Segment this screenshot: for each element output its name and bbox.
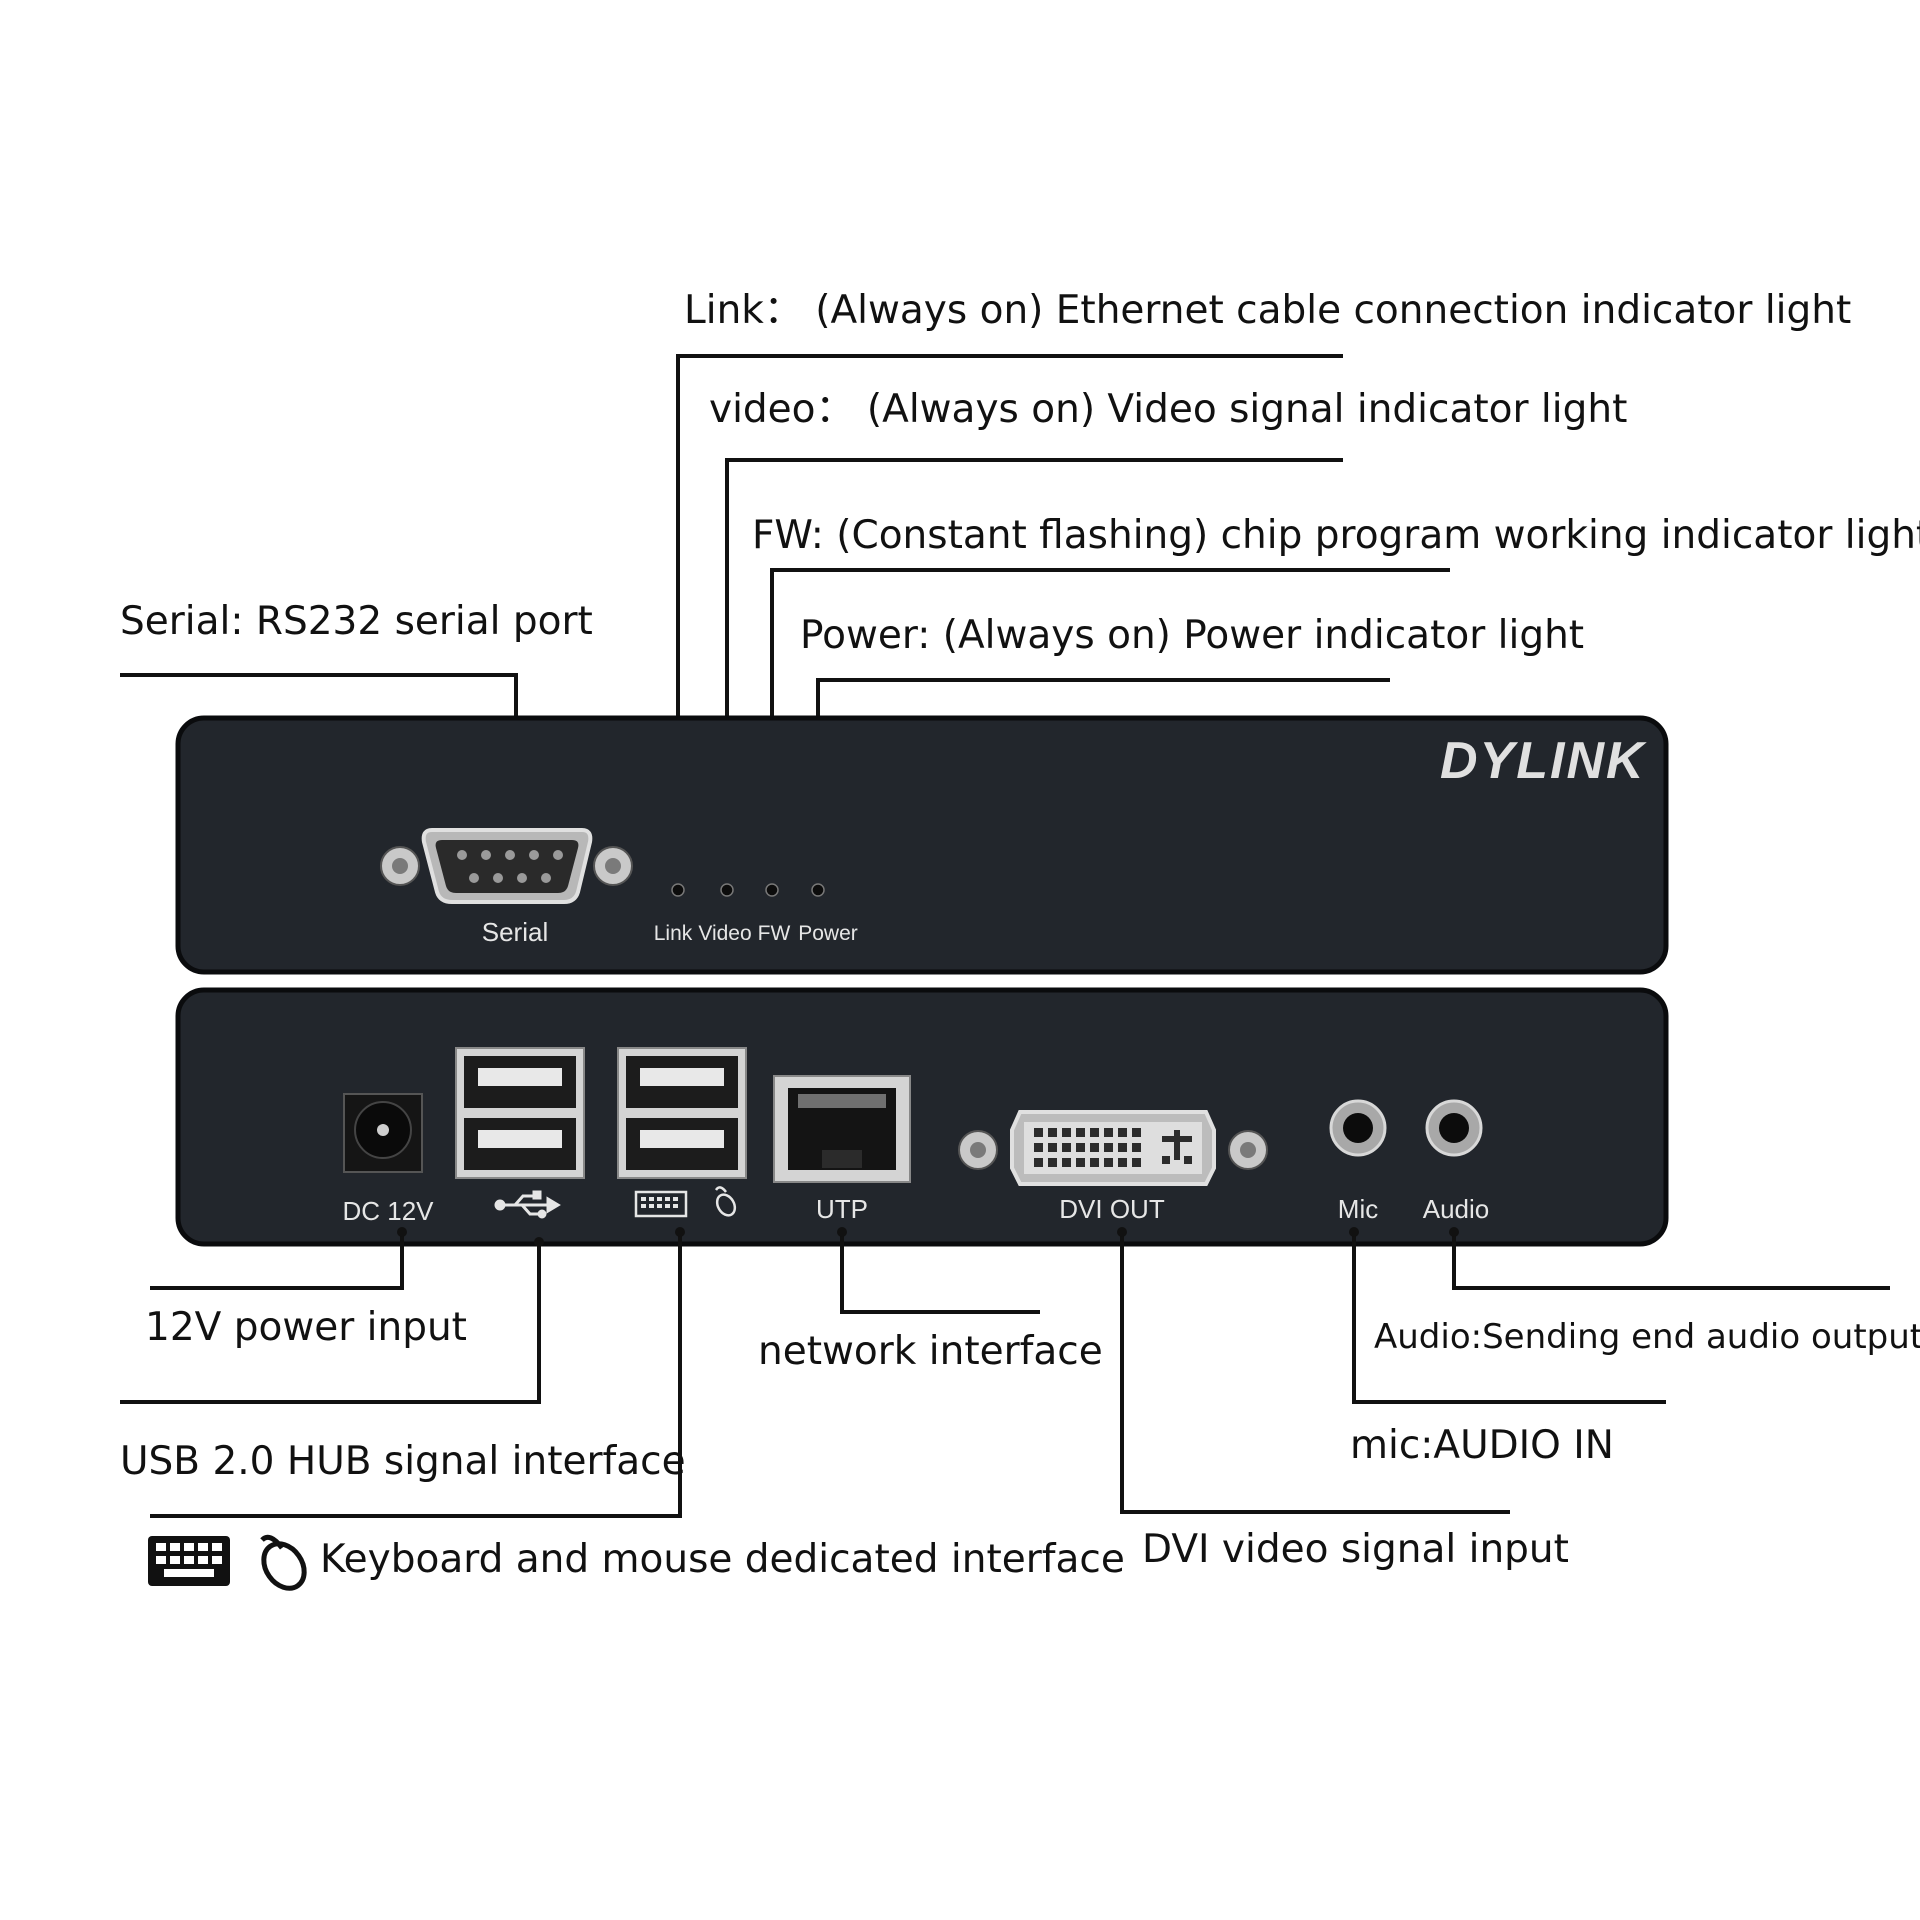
dc-jack bbox=[343, 1093, 423, 1173]
panel-mouse-icon bbox=[714, 1186, 737, 1217]
leader-link bbox=[676, 354, 1343, 890]
led-label-fw: FW bbox=[758, 922, 791, 945]
led-video bbox=[720, 883, 734, 897]
serial-port bbox=[380, 828, 633, 904]
usb-icon bbox=[494, 1190, 561, 1219]
brand-logo: DYLINK bbox=[1440, 732, 1647, 790]
callout-video: video： (Always on) Video signal indicato… bbox=[709, 387, 1627, 432]
kbm-ports bbox=[617, 1047, 747, 1179]
callout-power-input: 12V power input bbox=[145, 1305, 467, 1350]
audio-jack bbox=[1425, 1099, 1483, 1157]
mic-label: Mic bbox=[1338, 1194, 1378, 1224]
callout-fw: FW: (Constant flashing) chip program wor… bbox=[752, 513, 1920, 558]
leader-usb-hub bbox=[120, 1242, 541, 1404]
callout-serial: Serial: RS232 serial port bbox=[120, 599, 593, 644]
leader-dvi bbox=[1120, 1232, 1510, 1514]
dvi-label: DVI OUT bbox=[1059, 1194, 1165, 1224]
dc-label: DC 12V bbox=[342, 1196, 434, 1226]
utp-label: UTP bbox=[816, 1194, 868, 1224]
led-fw bbox=[765, 883, 779, 897]
audio-label: Audio bbox=[1423, 1194, 1490, 1224]
callout-dvi: DVI video signal input bbox=[1142, 1527, 1569, 1572]
serial-label: Serial bbox=[482, 917, 548, 947]
led-power bbox=[811, 883, 825, 897]
callout-audio: Audio:Sending end audio output bbox=[1374, 1317, 1920, 1357]
callout-mic: mic:AUDIO IN bbox=[1350, 1423, 1614, 1468]
led-link bbox=[671, 883, 685, 897]
callout-network: network interface bbox=[758, 1329, 1103, 1374]
leader-audio bbox=[1452, 1232, 1890, 1290]
leader-network bbox=[840, 1232, 1040, 1314]
callout-usb-hub: USB 2.0 HUB signal interface bbox=[120, 1439, 686, 1484]
dvi-port bbox=[958, 1110, 1268, 1186]
led-label-link: Link bbox=[654, 922, 693, 945]
led-label-power: Power bbox=[798, 922, 858, 945]
front-panel bbox=[175, 715, 1669, 975]
usb-hub-ports bbox=[455, 1047, 585, 1179]
led-label-video: Video bbox=[698, 922, 751, 945]
rj45-port bbox=[773, 1075, 911, 1183]
leader-kbm bbox=[150, 1232, 682, 1518]
mouse-icon bbox=[260, 1534, 307, 1591]
callout-link: Link： (Always on) Ethernet cable connect… bbox=[684, 288, 1851, 333]
leader-mic bbox=[1352, 1232, 1666, 1404]
panel-keyboard-icon bbox=[634, 1190, 688, 1218]
leader-power-input bbox=[150, 1232, 404, 1290]
callout-kbm: Keyboard and mouse dedicated interface bbox=[320, 1537, 1125, 1582]
keyboard-icon bbox=[148, 1536, 230, 1586]
callout-power: Power: (Always on) Power indicator light bbox=[800, 613, 1584, 658]
mic-jack bbox=[1329, 1099, 1387, 1157]
